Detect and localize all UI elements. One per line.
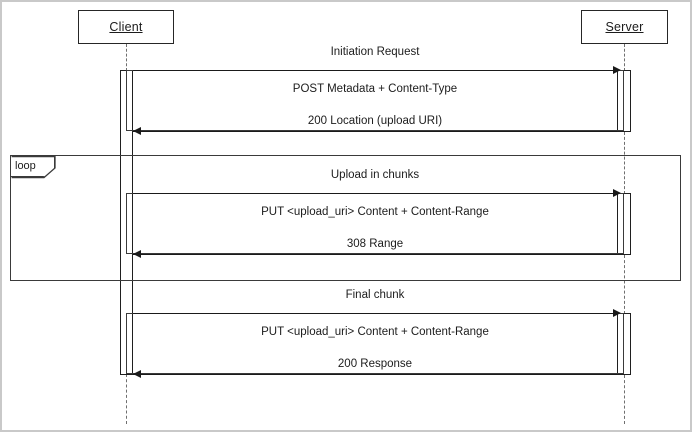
message-response-final: 200 Response	[337, 358, 413, 370]
arrow-line-response-chunks	[133, 254, 617, 255]
participant-server[interactable]: Server	[581, 10, 668, 44]
arrow-line-response-final	[133, 374, 617, 375]
arrow-line-request-chunks	[133, 193, 617, 194]
arrow-line-request-final	[133, 313, 617, 314]
message-response-initiation: 200 Location (upload URI)	[307, 115, 443, 127]
arrow-head-request-final	[613, 308, 621, 317]
participant-client[interactable]: Client	[78, 10, 174, 44]
message-caption-initiation: Initiation Request	[330, 46, 420, 58]
lifeline-server-seg-4	[624, 375, 625, 424]
arrow-head-response-final	[133, 369, 141, 378]
fragment-loop	[10, 155, 681, 281]
lifeline-client-lower	[126, 374, 127, 424]
arrow-line-request-initiation	[133, 70, 617, 71]
arrow-head-request-chunks	[613, 188, 621, 197]
participant-client-label: Client	[109, 20, 143, 34]
message-response-chunks: 308 Range	[346, 238, 404, 250]
arrow-head-response-initiation	[133, 126, 141, 135]
message-caption-final: Final chunk	[345, 289, 405, 301]
arrow-head-request-initiation	[613, 65, 621, 74]
activation-bar-server-2	[617, 193, 631, 255]
message-request-chunks: PUT <upload_uri> Content + Content-Range	[261, 206, 489, 218]
message-request-final: PUT <upload_uri> Content + Content-Range	[261, 326, 489, 338]
lifeline-server-seg-3	[624, 255, 625, 314]
arrow-head-response-chunks	[133, 249, 141, 258]
fragment-loop-tag-label: loop	[15, 160, 36, 172]
arrow-line-response-initiation	[133, 131, 617, 132]
activation-bar-server-3	[617, 313, 631, 375]
activation-bar-server-1	[617, 70, 631, 132]
lifeline-server-seg-1	[624, 44, 625, 71]
participant-server-label: Server	[605, 20, 644, 34]
lifeline-client-upper	[126, 44, 127, 71]
message-caption-chunks: Upload in chunks	[330, 169, 420, 181]
message-request-initiation: POST Metadata + Content-Type	[292, 83, 458, 95]
lifeline-server-seg-2	[624, 132, 625, 194]
